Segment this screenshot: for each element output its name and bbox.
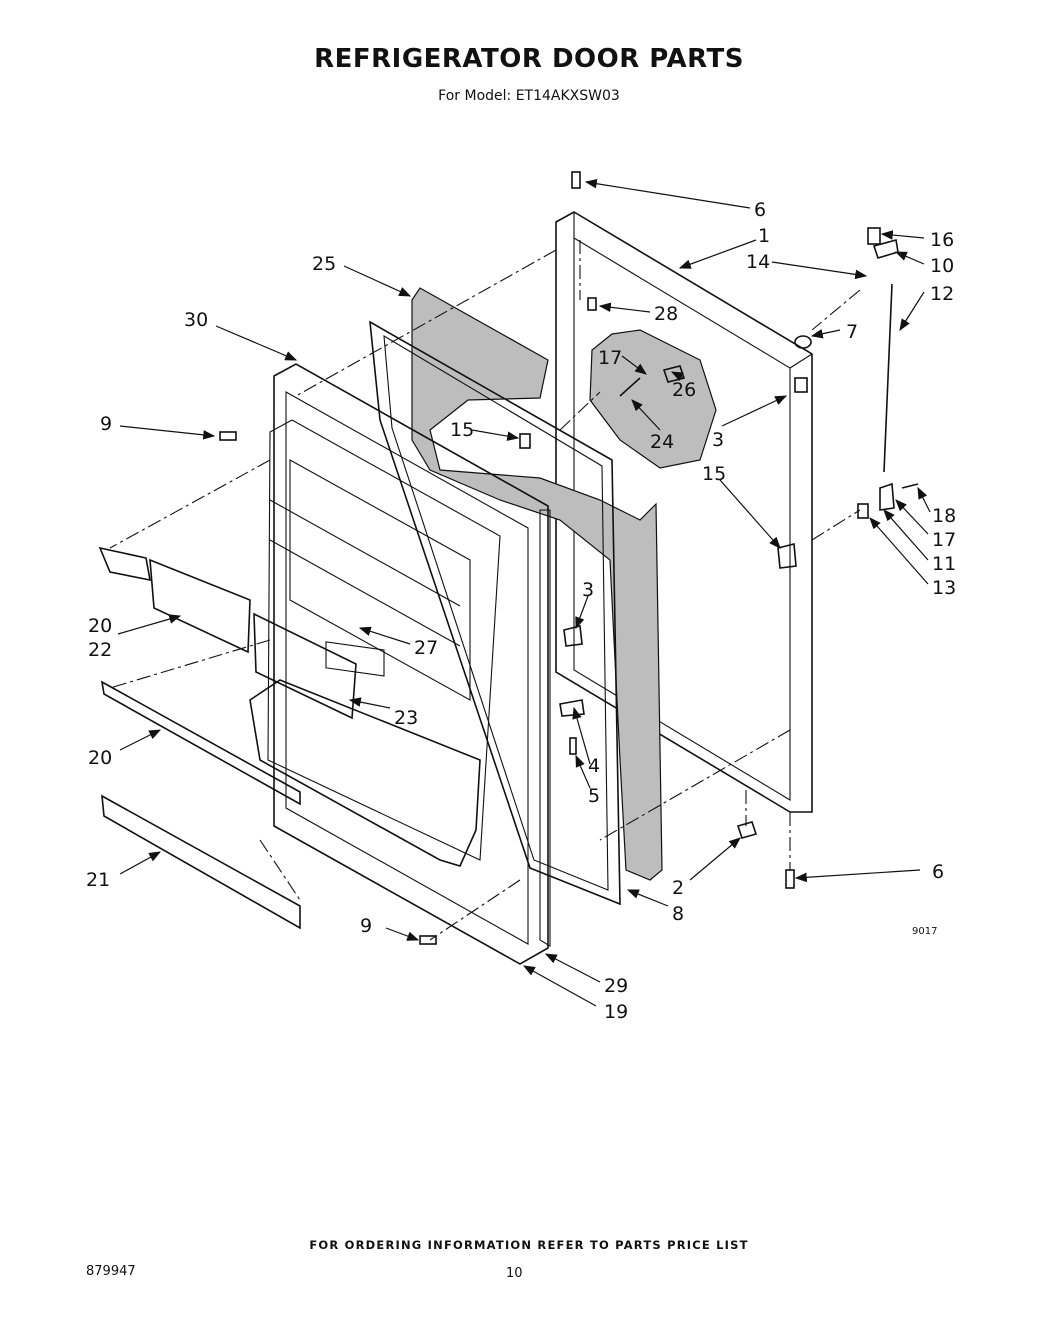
callout-30: 30 (184, 309, 208, 331)
callout-3: 3 (582, 579, 594, 601)
document-number: 879947 (86, 1264, 136, 1279)
callout-8: 8 (672, 903, 684, 925)
callout-labels: 6 1 16 14 10 25 12 28 30 7 17 26 9 15 24… (86, 199, 956, 1023)
callout-15: 15 (702, 463, 726, 485)
callout-9: 9 (360, 915, 372, 937)
callout-24: 24 (650, 431, 674, 453)
callout-5: 5 (588, 785, 600, 807)
callout-10: 10 (930, 255, 954, 277)
callout-1: 1 (758, 225, 770, 247)
callout-6: 6 (754, 199, 766, 221)
callout-28: 28 (654, 303, 678, 325)
callout-21: 21 (86, 869, 110, 891)
callout-17: 17 (598, 347, 622, 369)
page-number: 10 (506, 1266, 523, 1281)
callout-7: 7 (846, 321, 858, 343)
callout-3: 3 (712, 429, 724, 451)
figure-code: 9017 (912, 926, 938, 937)
door-liner-frame (369, 320, 621, 906)
callout-18: 18 (932, 505, 956, 527)
page-title: REFRIGERATOR DOOR PARTS (314, 44, 744, 74)
ordering-note: FOR ORDERING INFORMATION REFER TO PARTS … (309, 1238, 749, 1252)
callout-9: 9 (100, 413, 112, 435)
assembly-lines (109, 240, 861, 941)
callout-15: 15 (450, 419, 474, 441)
callout-13: 13 (932, 577, 956, 599)
callout-19: 19 (604, 1001, 628, 1023)
callout-26: 26 (672, 379, 696, 401)
inner-door-assembly (267, 363, 551, 965)
callout-leaders (117, 178, 931, 1007)
callout-25: 25 (312, 253, 336, 275)
callout-17: 17 (932, 529, 956, 551)
callout-2: 2 (672, 877, 684, 899)
model-number: For Model: ET14AKXSW03 (438, 88, 620, 104)
callout-22: 22 (88, 639, 112, 661)
door-shelves (98, 546, 481, 930)
callout-6: 6 (932, 861, 944, 883)
door-insulation (411, 287, 717, 881)
callout-29: 29 (604, 975, 628, 997)
callout-27: 27 (414, 637, 438, 659)
callout-20: 20 (88, 747, 112, 769)
callout-4: 4 (588, 755, 600, 777)
callout-16: 16 (930, 229, 954, 251)
callout-23: 23 (394, 707, 418, 729)
hinge-hardware (219, 171, 919, 945)
callout-14: 14 (746, 251, 770, 273)
callout-11: 11 (932, 553, 956, 575)
callout-12: 12 (930, 283, 954, 305)
callout-20: 20 (88, 615, 112, 637)
